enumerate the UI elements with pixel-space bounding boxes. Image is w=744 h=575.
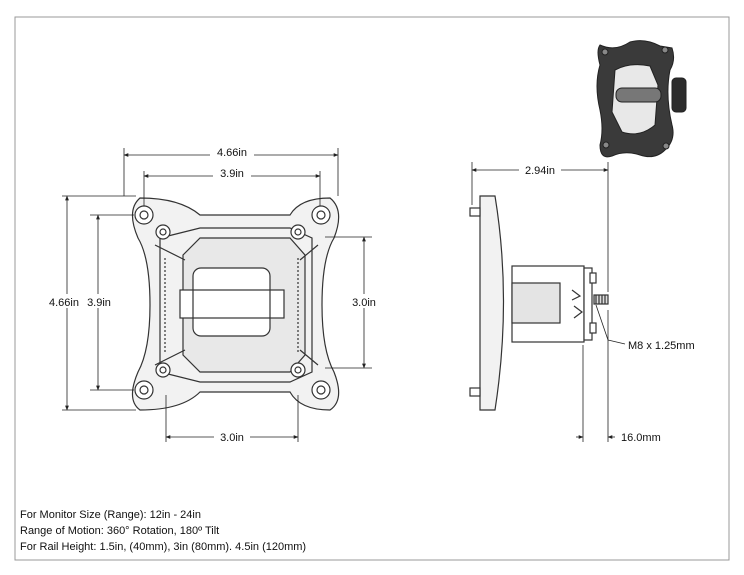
sheet-border — [14, 16, 730, 561]
spec-monitor-size: For Monitor Size (Range): 12in - 24in — [20, 509, 201, 521]
dim-stud-length: 16.0mm — [621, 432, 661, 444]
dim-overall-width: 4.66in — [217, 147, 247, 159]
dim-right-height: 3.0in — [352, 297, 376, 309]
dim-overall-height: 4.66in — [49, 297, 79, 309]
dim-bottom-width: 3.0in — [220, 432, 244, 444]
spec-rail-height: For Rail Height: 1.5in, (40mm), 3in (80m… — [20, 541, 307, 553]
dim-hole-width: 3.9in — [220, 168, 244, 180]
side-view — [469, 195, 609, 411]
isometric-preview — [596, 40, 687, 158]
front-view-plate — [131, 197, 340, 411]
dim-hole-height: 3.9in — [87, 297, 111, 309]
spec-range-of-motion: Range of Motion: 360° Rotation, 180º Til… — [20, 525, 220, 537]
mounting-holes — [134, 205, 331, 400]
dim-thread: M8 x 1.25mm — [628, 340, 695, 352]
dim-depth: 2.94in — [525, 165, 555, 177]
